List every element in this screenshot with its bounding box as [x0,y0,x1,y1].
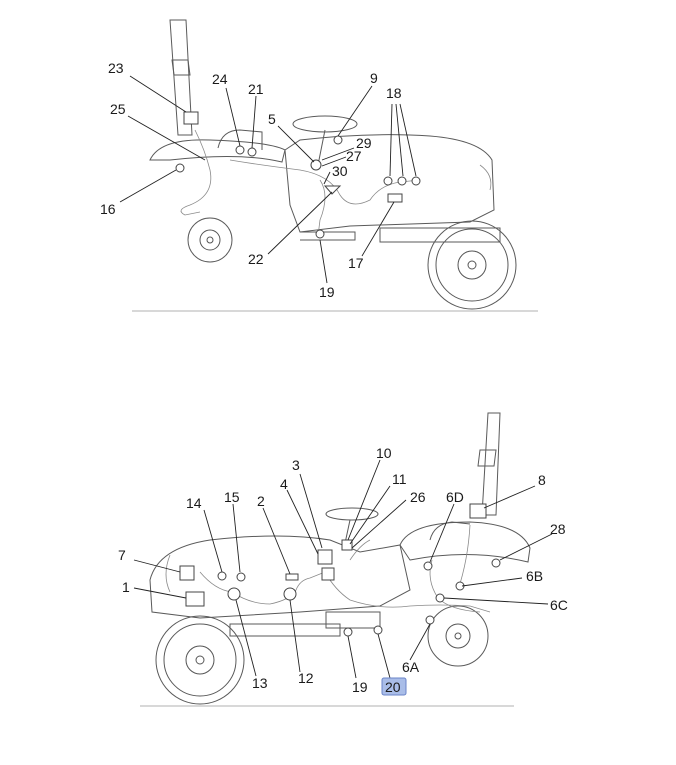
callout-23: 23 [108,60,124,76]
callout-16: 16 [100,201,116,217]
callout-25: 25 [110,101,126,117]
callout-6C: 6C [550,597,568,613]
callout-8: 8 [538,472,546,488]
callout-21: 21 [248,81,264,97]
callout-20-highlight[interactable] [381,677,407,696]
callout-2: 2 [257,493,265,509]
callout-10: 10 [376,445,392,461]
callout-6A: 6A [402,659,420,675]
callout-26: 26 [410,489,426,505]
callout-7: 7 [118,547,126,563]
callout-9: 9 [370,70,378,86]
callout-17: 17 [348,255,364,271]
callout-30: 30 [332,163,348,179]
callout-19: 19 [319,284,335,300]
callout-1: 1 [122,579,130,595]
callout-15: 15 [224,489,240,505]
callout-18: 18 [386,85,402,101]
top-leader-lines [119,75,417,284]
callout-28: 28 [550,521,566,537]
callout-5: 5 [268,111,276,127]
callout-6D: 6D [446,489,464,505]
bottom-callouts: 3 10 11 26 8 14 15 2 4 6D 28 7 6B 1 6C 1… [118,445,568,695]
callout-27: 27 [346,148,362,164]
bottom-leader-lines [133,459,553,679]
callout-20[interactable]: 20 [385,679,401,695]
callout-19-bottom: 19 [352,679,368,695]
top-tractor-illustration [132,19,538,312]
bottom-tractor-illustration [140,412,531,707]
callout-13: 13 [252,675,268,691]
callout-11: 11 [392,471,407,487]
callout-22: 22 [248,251,264,267]
top-callouts: 23 24 21 9 18 25 5 29 27 30 16 22 17 19 [100,60,402,300]
callout-29: 29 [356,135,372,151]
callout-3: 3 [292,457,300,473]
callout-14: 14 [186,495,202,511]
callout-6B: 6B [526,568,543,584]
callout-24: 24 [212,71,228,87]
callout-12: 12 [298,670,314,686]
callout-4: 4 [280,476,288,492]
